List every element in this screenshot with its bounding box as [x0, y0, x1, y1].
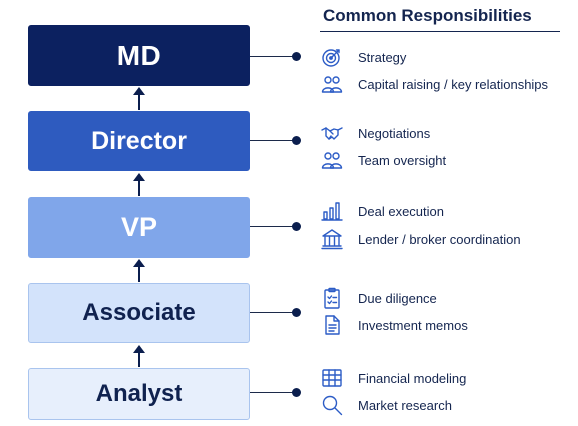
connector-line-analyst [250, 392, 297, 393]
connector-line-md [250, 56, 297, 57]
connector-line-vp [250, 226, 297, 227]
connector-dot-analyst [292, 388, 301, 397]
responsibility-item-investment-memos: Investment memos [321, 314, 468, 336]
spreadsheet-icon [321, 367, 343, 389]
handshake-icon [321, 122, 343, 144]
arrow-up-vp-to-director [133, 173, 145, 196]
document-icon [321, 314, 343, 336]
people-icon [321, 149, 343, 171]
responsibility-item-negotiations: Negotiations [321, 122, 430, 144]
responsibility-item-market-research: Market research [321, 394, 452, 416]
connector-dot-md [292, 52, 301, 61]
connector-line-director [250, 140, 297, 141]
checklist-icon [321, 287, 343, 309]
arrow-up-associate-to-vp [133, 259, 145, 282]
target-icon [321, 46, 343, 68]
responsibilities-title: Common Responsibilities [323, 6, 532, 25]
level-box-associate: Associate [28, 283, 250, 343]
responsibility-item-strategy: Strategy [321, 46, 406, 68]
arrow-up-analyst-to-associate [133, 345, 145, 367]
responsibility-label: Investment memos [358, 317, 468, 333]
bank-icon [321, 228, 343, 250]
responsibility-label: Financial modeling [358, 370, 467, 386]
responsibility-item-financial-modeling: Financial modeling [321, 367, 466, 389]
responsibility-label: Negotiations [358, 125, 431, 141]
level-label-associate: Associate [82, 299, 196, 326]
title-underline [320, 31, 560, 32]
level-label-vp: VP [120, 212, 158, 242]
magnifier-icon [321, 394, 343, 416]
level-label-md: MD [116, 39, 162, 71]
responsibility-item-deal-execution: Deal execution [321, 200, 444, 222]
level-box-director: Director [28, 111, 250, 171]
arrow-up-director-to-md [133, 87, 145, 110]
level-box-md: MD [28, 25, 250, 86]
responsibility-label: Deal execution [358, 203, 444, 219]
bar-chart-icon [321, 200, 343, 222]
responsibility-item-due-diligence: Due diligence [321, 287, 437, 309]
people-icon [321, 73, 343, 95]
responsibility-item-lender-coordination: Lender / broker coordination [321, 228, 521, 250]
connector-line-associate [250, 312, 297, 313]
responsibility-label: Strategy [358, 49, 407, 65]
responsibility-item-team-oversight: Team oversight [321, 149, 446, 171]
responsibility-label: Lender / broker coordination [358, 231, 521, 247]
level-label-analyst: Analyst [95, 380, 183, 407]
level-label-director: Director [91, 126, 187, 155]
connector-dot-vp [292, 222, 301, 231]
responsibility-label: Market research [358, 397, 452, 413]
responsibility-label: Due diligence [358, 290, 437, 306]
responsibility-label: Capital raising / key relationships [358, 76, 549, 92]
responsibility-item-capital-raising: Capital raising / key relationships [321, 73, 548, 95]
connector-dot-director [292, 136, 301, 145]
level-box-vp: VP [28, 197, 250, 258]
connector-dot-associate [292, 308, 301, 317]
responsibility-label: Team oversight [358, 152, 447, 168]
level-box-analyst: Analyst [28, 368, 250, 420]
